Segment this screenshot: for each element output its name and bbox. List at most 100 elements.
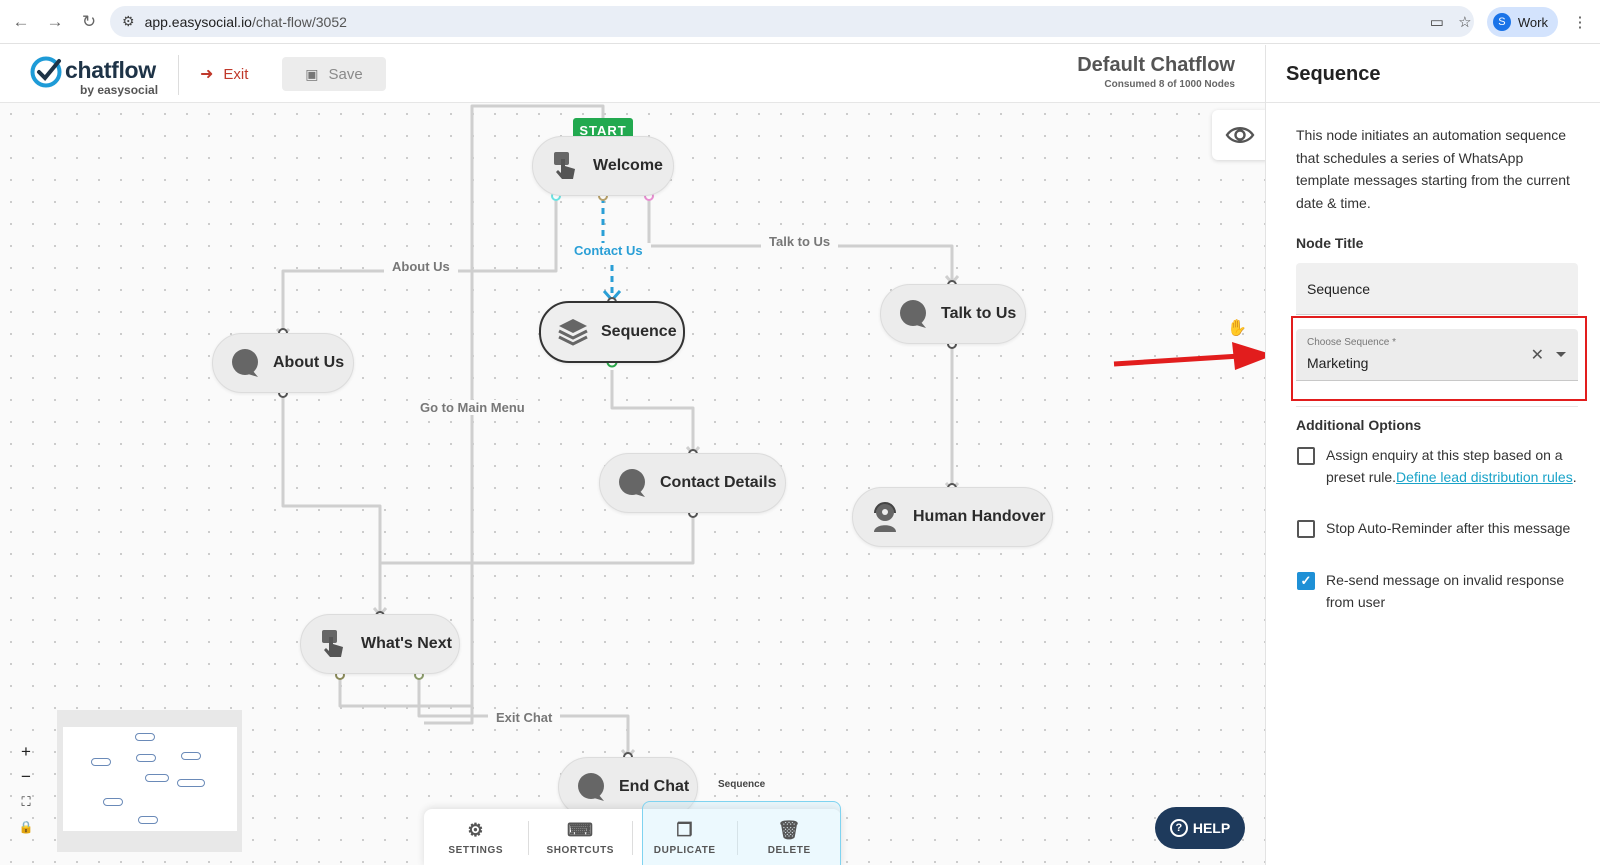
keyboard-icon: ⌨ [566,820,594,840]
zoom-controls: + − ⛶ 🔒 [13,739,39,839]
node-contact-details[interactable]: Contact Details [599,453,786,513]
node-about-us[interactable]: About Us [212,333,354,393]
fit-view-icon[interactable]: ⛶ [21,793,31,809]
gear-icon: ⚙ [467,820,485,840]
touch-icon [317,628,349,660]
chat-bubble-icon [575,771,607,803]
url-text: app.easysocial.io/chat-flow/3052 [144,13,347,30]
node-welcome[interactable]: Welcome [532,136,674,196]
browser-menu-icon[interactable]: ⋮ [1572,14,1588,31]
eye-icon [1225,127,1255,143]
settings-button[interactable]: ⚙ SETTINGS [424,809,528,865]
edge-label-go-to-main-menu: Go to Main Menu [412,400,533,415]
chat-bubble-icon [616,467,648,499]
zoom-out-icon[interactable]: − [21,766,31,786]
duplicate-button[interactable]: ❐ DUPLICATE [633,809,737,865]
support-agent-icon [869,501,901,533]
layers-icon [557,316,589,348]
trash-icon: 🗑 [777,820,801,840]
save-icon: ▣ [305,65,319,82]
node-label: Sequence [601,323,677,340]
flow-edges [275,104,960,762]
define-lead-distribution-link[interactable]: Define lead distribution rules [1396,469,1573,485]
choose-sequence-select[interactable]: Choose Sequence * Marketing ✕ [1296,329,1578,381]
node-label: What's Next [361,635,452,652]
node-title-input[interactable] [1296,263,1578,315]
help-icon: ? [1169,819,1188,837]
node-label: About Us [273,354,345,371]
exit-button[interactable]: ➜ Exit [200,58,248,90]
delete-label: DELETE [767,845,811,856]
annotation-arrow [1113,342,1274,370]
exit-label: Exit [223,65,249,83]
settings-label: SETTINGS [448,845,504,856]
logo-check-icon [30,56,62,88]
flow-title: Default Chatflow [1077,54,1235,76]
node-human-handover[interactable]: Human Handover [852,487,1053,547]
install-app-icon[interactable]: ▭ [1429,14,1444,31]
preview-button[interactable] [1212,110,1265,160]
node-end-chat[interactable]: End Chat [558,757,698,817]
chevron-down-icon[interactable] [1556,352,1566,357]
option-stop-auto-reminder: Stop Auto-Reminder after this message [1296,517,1586,539]
app-header: chatflow by easysocial ➜ Exit ▣ Save Def… [0,45,1265,103]
end-chat-sequence-tag: Sequence [718,779,766,790]
node-label: Welcome [593,157,663,174]
chat-bubble-icon [229,347,261,379]
node-label: Talk to Us [941,305,1017,322]
profile-label: Work [1517,14,1548,30]
assign-enquiry-checkbox[interactable] [1297,447,1315,465]
edge-contact-whatsnext [378,515,695,614]
node-label: End Chat [619,778,690,795]
site-settings-icon[interactable]: ⚙ [122,13,135,29]
edge-label-about-us: About Us [384,259,458,274]
toolbar-highlight [642,801,841,865]
grab-cursor-icon: ✋ [1227,320,1247,337]
zoom-in-icon[interactable]: + [21,741,31,761]
node-whats-next[interactable]: What's Next [300,614,460,674]
node-talk-to-us[interactable]: Talk to Us [880,284,1026,344]
logo-subtitle: by easysocial [80,83,159,97]
delete-button[interactable]: 🗑 DELETE [738,809,842,865]
reload-icon[interactable]: ↻ [81,11,97,31]
clear-icon[interactable]: ✕ [1530,347,1544,364]
profile-button[interactable]: S Work [1486,7,1558,37]
edge-label-exit-chat: Exit Chat [488,710,561,725]
node-sequence[interactable]: Sequence [539,301,685,363]
address-bar[interactable]: ⚙ app.easysocial.io/chat-flow/3052 [110,6,1474,37]
header-divider [178,55,179,95]
forward-icon[interactable]: → [46,11,64,31]
save-label: Save [328,65,363,83]
resend-message-checkbox[interactable]: ✓ [1297,572,1315,590]
edge-label-contact-us: Contact Us [566,243,651,258]
choose-sequence-value: Marketing [1307,355,1369,371]
edge-sequence-contact [610,370,695,454]
chat-bubble-icon [897,298,929,330]
edge-about-whatsnext [281,395,382,614]
node-label: Human Handover [913,508,1046,525]
help-button[interactable]: ? HELP [1155,807,1245,849]
shortcuts-button[interactable]: ⌨ SHORTCUTS [529,809,633,865]
panel-title: Sequence [1286,63,1381,85]
browser-toolbar: ← → ↻ ⚙ app.easysocial.io/chat-flow/3052… [0,0,1600,44]
help-label: HELP [1192,820,1231,836]
node-usage-counter: Consumed 8 of 1000 Nodes [1104,79,1235,90]
annotation-highlight-box [1291,316,1587,401]
flow-canvas[interactable]: START Welcome Sequence About Us Talk to … [0,103,1265,865]
choose-sequence-label: Choose Sequence * [1307,337,1396,348]
save-button[interactable]: ▣ Save [282,57,386,91]
bookmark-star-icon[interactable]: ☆ [1458,14,1472,31]
stop-auto-reminder-text: Stop Auto-Reminder after this message [1326,520,1571,536]
node-title-label: Node Title [1296,235,1364,251]
stop-auto-reminder-checkbox[interactable] [1297,520,1315,538]
option-resend-message: ✓ Re-send message on invalid response fr… [1296,569,1586,613]
lock-icon[interactable]: 🔒 [18,819,34,834]
minimap[interactable] [57,710,242,852]
logo-wordmark: chatflow [65,57,156,83]
chatflow-logo[interactable]: chatflow by easysocial [29,53,159,97]
panel-description: This node initiates an automation sequen… [1296,127,1570,211]
properties-panel: Sequence This node initiates an automati… [1265,45,1600,865]
exit-icon: ➜ [200,66,214,83]
edge-label-talk-to-us: Talk to Us [761,234,839,249]
back-icon[interactable]: ← [12,11,30,31]
